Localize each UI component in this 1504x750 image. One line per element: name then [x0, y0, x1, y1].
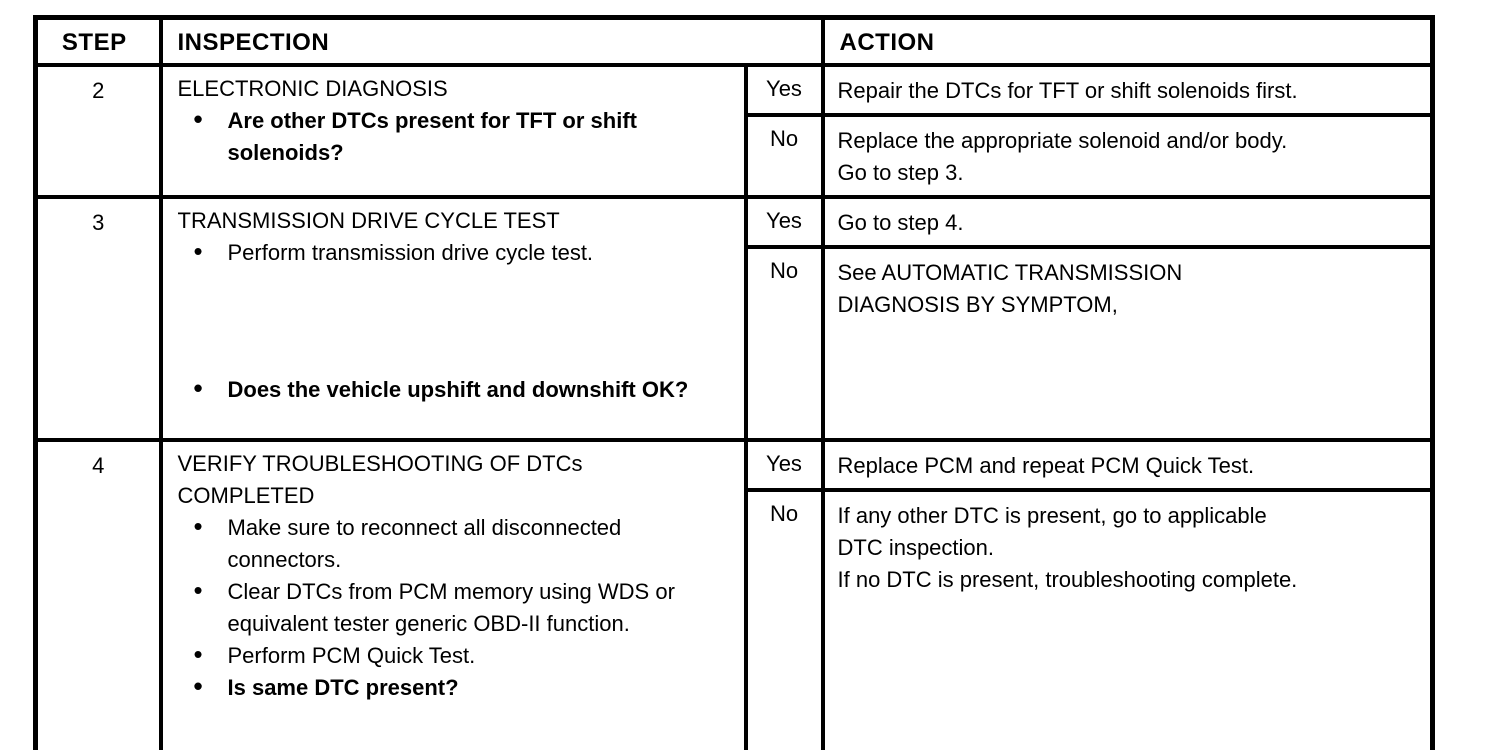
yes-cell: Yes: [743, 62, 825, 117]
inspection-bullet: Make sure to reconnect all disconnected …: [178, 510, 736, 576]
action-cell: Go to step 4.: [820, 194, 1435, 249]
table-row: No See AUTOMATIC TRANSMISSION DIAGNOSIS …: [36, 244, 1435, 442]
action-line: See AUTOMATIC TRANSMISSION: [837, 259, 1183, 285]
inspection-bullet: Clear DTCs from PCM memory using WDS or …: [178, 574, 736, 640]
inspection-bullet-text: Perform transmission drive cycle test.: [227, 239, 594, 265]
header-action: ACTION: [820, 15, 1435, 67]
inspection-bullet-text: Is same DTC present?: [227, 674, 459, 700]
inspection-cell: TRANSMISSION DRIVE CYCLE TEST Perform tr…: [158, 194, 748, 442]
step-number-cell: 4: [33, 437, 163, 750]
yes-cell: Yes: [743, 194, 825, 249]
no-cell: No: [743, 244, 825, 442]
inspection-title-line: VERIFY TROUBLESHOOTING OF DTCs: [177, 450, 583, 476]
table-row: 3 TRANSMISSION DRIVE CYCLE TEST Perform …: [33, 194, 1435, 442]
inspection-cell: ELECTRONIC DIAGNOSIS Are other DTCs pres…: [158, 62, 748, 199]
action-line: If any other DTC is present, go to appli…: [837, 502, 1267, 528]
action-line: DTC inspection.: [837, 534, 995, 560]
inspection-bullet: Perform PCM Quick Test.: [178, 638, 736, 672]
inspection-title-line: COMPLETED: [177, 482, 315, 508]
action-line: Repair the DTCs for TFT or shift solenoi…: [837, 77, 1298, 103]
action-cell: See AUTOMATIC TRANSMISSION DIAGNOSIS BY …: [820, 244, 1435, 442]
inspection-title: VERIFY TROUBLESHOOTING OF DTCs COMPLETED: [178, 448, 736, 512]
table-row: 2 ELECTRONIC DIAGNOSIS Are other DTCs pr…: [33, 62, 1435, 199]
action-line: DIAGNOSIS BY SYMPTOM,: [837, 291, 1118, 317]
action-line: Replace PCM and repeat PCM Quick Test.: [837, 452, 1255, 478]
inspection-bullet-text: Clear DTCs from PCM memory using WDS or …: [227, 578, 675, 636]
action-cell: Replace PCM and repeat PCM Quick Test.: [820, 437, 1435, 492]
action-cell: Replace the appropriate solenoid and/or …: [820, 112, 1435, 199]
table-row: No Replace the appropriate solenoid and/…: [36, 112, 1435, 199]
inspection-bullet-text: Perform PCM Quick Test.: [227, 642, 476, 668]
inspection-title-line: ELECTRONIC DIAGNOSIS: [177, 75, 448, 101]
no-cell: No: [743, 112, 825, 199]
action-cell: Repair the DTCs for TFT or shift solenoi…: [820, 62, 1435, 117]
inspection-title-line: TRANSMISSION DRIVE CYCLE TEST: [177, 207, 560, 233]
inspection-bullet: Are other DTCs present for TFT or shift …: [178, 103, 736, 169]
header-step: STEP: [33, 15, 163, 67]
inspection-bullet: Is same DTC present?: [178, 670, 736, 704]
inspection-bullet-text: Are other DTCs present for TFT or shift …: [227, 107, 637, 165]
action-line: If no DTC is present, troubleshooting co…: [837, 566, 1298, 592]
table-row: 4 VERIFY TROUBLESHOOTING OF DTCs COMPLET…: [33, 437, 1435, 750]
action-cell: If any other DTC is present, go to appli…: [820, 487, 1435, 750]
inspection-title: ELECTRONIC DIAGNOSIS: [178, 73, 736, 105]
no-cell: No: [743, 487, 825, 750]
action-line: Go to step 3.: [837, 159, 964, 185]
table-row: No If any other DTC is present, go to ap…: [36, 487, 1435, 750]
inspection-bullet: Perform transmission drive cycle test.: [178, 235, 736, 269]
inspection-bullet-text: Does the vehicle upshift and downshift O…: [227, 376, 689, 402]
inspection-bullet: Does the vehicle upshift and downshift O…: [178, 372, 736, 406]
yes-cell: Yes: [743, 437, 825, 492]
step-number-cell: 2: [33, 62, 163, 199]
inspection-bullet-text: Make sure to reconnect all disconnected …: [227, 514, 622, 572]
header-inspection: INSPECTION: [158, 15, 825, 67]
troubleshooting-table: STEP INSPECTION ACTION 2 ELECTRONIC DIAG…: [33, 15, 1435, 750]
table-header-row: STEP INSPECTION ACTION: [33, 15, 1435, 67]
action-line: Go to step 4.: [837, 209, 964, 235]
inspection-cell: VERIFY TROUBLESHOOTING OF DTCs COMPLETED…: [158, 437, 748, 750]
step-number-cell: 3: [33, 194, 163, 442]
action-line: Replace the appropriate solenoid and/or …: [837, 127, 1288, 153]
inspection-title: TRANSMISSION DRIVE CYCLE TEST: [178, 205, 736, 237]
